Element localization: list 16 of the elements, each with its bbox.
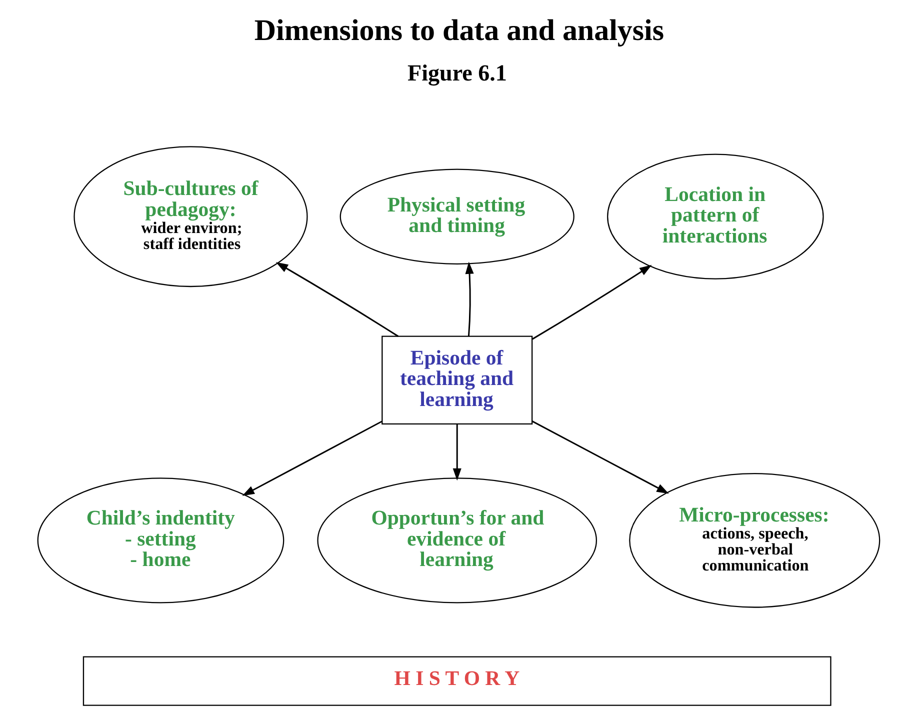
node-ellipse: Location in pattern of interactions [607, 154, 824, 280]
node-box: Episode of teaching and learning [382, 336, 533, 425]
node-box: H I S T O R Y [82, 656, 832, 706]
arrow [452, 424, 462, 481]
arrow [276, 262, 399, 337]
node-ellipse: Micro-processes: actions, speech, non-verbal communication [629, 472, 880, 608]
arrow [532, 420, 669, 494]
label: Figure 6.1 [408, 60, 507, 86]
node-ellipse: Physical setting and timing [340, 168, 574, 264]
arrow [465, 262, 474, 336]
node-ellipse: Opportun’s for and evidence of learning [317, 478, 598, 604]
node-ellipse: Sub-cultures of pedagogy: wider environ; staff identities [74, 146, 308, 288]
arrow [242, 420, 382, 496]
diagram-title: Dimensions to data and analysis [254, 14, 664, 48]
node-ellipse: Child’s indentity - setting - home [37, 478, 284, 604]
arrow [532, 264, 652, 340]
